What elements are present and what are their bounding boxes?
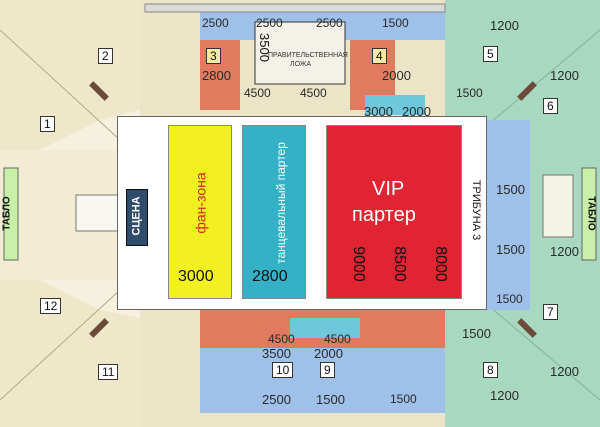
top-seats-blue-right: [350, 10, 445, 40]
dance-floor-price: 2800: [252, 268, 288, 285]
price-right-1200-b: 1200: [550, 244, 579, 259]
price-bottom-2000: 2000: [314, 346, 343, 361]
sector-11[interactable]: 11: [98, 364, 119, 380]
sector-8[interactable]: 8: [483, 362, 498, 378]
fan-zone-price: 3000: [178, 268, 214, 285]
dance-floor-label: танцевальный партер: [273, 142, 288, 264]
price-right-1200-a: 1200: [550, 68, 579, 83]
government-box-label-line2: ЛОЖА: [290, 61, 312, 68]
scoreboard-left-box: [3, 167, 19, 261]
fan-zone[interactable]: [168, 125, 232, 299]
price-right-1500-a: 1500: [456, 86, 483, 100]
bottom-seats-blue: [200, 348, 445, 413]
price-bottom-1500-a: 1500: [316, 392, 345, 407]
price-top-3500: 3500: [256, 33, 272, 62]
vip-zone[interactable]: [326, 125, 462, 299]
price-top-3000: 3000: [364, 104, 393, 119]
right-seats-blue: [480, 120, 530, 310]
sector-7[interactable]: 7: [543, 304, 558, 320]
top-seats-cyan: [365, 95, 425, 115]
price-top-2500-b: 2500: [256, 16, 283, 30]
vip-label-top: VIP: [372, 178, 405, 200]
stage[interactable]: [126, 189, 148, 246]
tribune-upper-left: [0, 0, 140, 150]
price-right-1500-c: 1500: [496, 242, 525, 257]
price-top-2800: 2800: [202, 68, 231, 83]
vip-label-bottom: партер: [352, 204, 416, 226]
scoreboard-right-label: ТАБЛО: [585, 196, 597, 231]
price-right-1500-b: 1500: [496, 182, 525, 197]
price-bottom-1500-b: 1500: [496, 292, 523, 306]
vip-price-3: 8000: [431, 246, 449, 282]
sector-3[interactable]: 3: [206, 48, 221, 64]
sector-6[interactable]: 6: [543, 98, 558, 114]
price-top-2500-a: 2500: [202, 16, 229, 30]
sector-12[interactable]: 12: [40, 298, 62, 314]
price-bottom-3500: 3500: [262, 346, 291, 361]
sector-2[interactable]: 2: [98, 48, 113, 64]
sector-1[interactable]: 1: [40, 116, 55, 132]
price-top-4500-a: 4500: [244, 86, 271, 100]
scoreboard-right-box: [581, 167, 597, 261]
price-bottom-2500: 2500: [262, 392, 291, 407]
price-top-1500: 1500: [382, 16, 409, 30]
price-top-4500-b: 4500: [300, 86, 327, 100]
dance-floor-zone[interactable]: [242, 125, 306, 299]
price-bottom-right-1200-b: 1200: [490, 388, 519, 403]
sector-10[interactable]: 10: [272, 362, 294, 378]
price-top-2500-c: 2500: [316, 16, 343, 30]
tribune-3-label: ТРИБУНА 3: [470, 179, 483, 241]
government-box-label-line1: ПРАВИТЕЛЬСТВЕННАЯ: [268, 52, 348, 59]
price-right-1500-d: 1500: [462, 326, 491, 341]
price-top-2000: 2000: [382, 68, 411, 83]
vip-price-1: 9000: [349, 246, 367, 282]
bottom-seats-cyan: [290, 318, 360, 338]
stage-label: СЦЕНА: [130, 196, 143, 236]
price-top-2000-b: 2000: [402, 104, 431, 119]
sector-9[interactable]: 9: [320, 362, 335, 378]
price-bottom-1500-c: 1500: [390, 392, 417, 406]
tribune-lower-left: [0, 280, 140, 427]
vip-price-2: 8500: [390, 246, 408, 282]
price-bottom-right-1200-a: 1200: [550, 364, 579, 379]
sector-5[interactable]: 5: [483, 46, 498, 62]
price-top-right-1200: 1200: [490, 18, 519, 33]
fan-zone-label: фан-зона: [192, 172, 209, 234]
scoreboard-left-label: ТАБЛО: [1, 196, 13, 231]
price-bottom-4500-a: 4500: [268, 332, 295, 346]
sector-4[interactable]: 4: [372, 48, 387, 64]
government-box-bg: [254, 21, 346, 85]
price-bottom-4500-b: 4500: [324, 332, 351, 346]
